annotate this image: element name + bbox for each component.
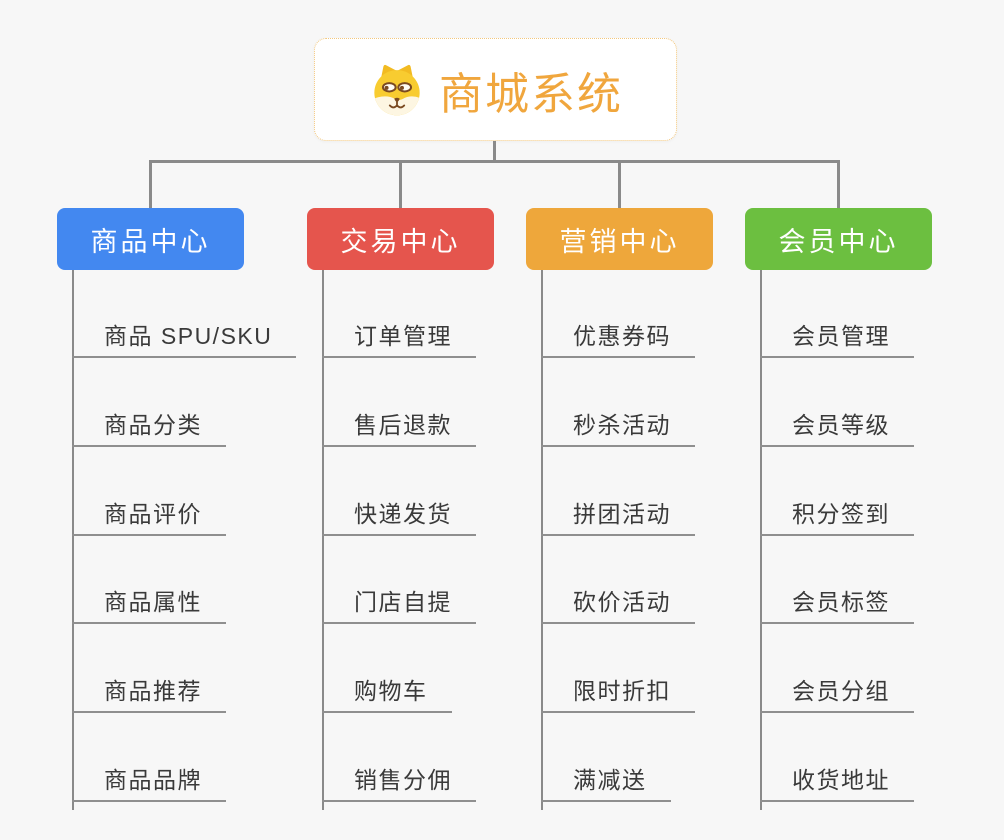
- connector-branch-spine: [760, 270, 762, 810]
- connector-branch-spine: [72, 270, 74, 810]
- connector-drop-trade: [399, 161, 402, 208]
- leaf-node[interactable]: 商品分类: [72, 411, 226, 447]
- branch-node-member-center[interactable]: 会员中心: [745, 208, 932, 270]
- leaf-node[interactable]: 拼团活动: [541, 500, 695, 536]
- leaf-node[interactable]: 砍价活动: [541, 588, 695, 624]
- leaf-node[interactable]: 商品属性: [72, 588, 226, 624]
- leaf-node[interactable]: 会员标签: [760, 588, 914, 624]
- branch-label: 交易中心: [340, 226, 461, 257]
- leaf-node[interactable]: 快递发货: [322, 500, 476, 536]
- leaf-node[interactable]: 商品评价: [72, 500, 226, 536]
- leaf-node[interactable]: 秒杀活动: [541, 411, 695, 447]
- connector-drop-product: [149, 161, 152, 208]
- leaf-node[interactable]: 购物车: [322, 677, 452, 713]
- leaf-node[interactable]: 门店自提: [322, 588, 476, 624]
- leaf-node[interactable]: 销售分佣: [322, 766, 476, 802]
- connector-branch-spine: [322, 270, 324, 810]
- connector-drop-member: [837, 161, 840, 208]
- leaf-node[interactable]: 商品 SPU/SKU: [72, 322, 297, 358]
- branch-label: 营销中心: [559, 226, 680, 257]
- connector-branch-spine: [541, 270, 543, 810]
- branch-label: 会员中心: [778, 226, 899, 257]
- connector-root-stub: [493, 141, 496, 162]
- root-topic[interactable]: 商城系统: [314, 38, 677, 141]
- leaf-node[interactable]: 积分签到: [760, 500, 914, 536]
- branch-label: 商品中心: [90, 226, 211, 257]
- leaf-node[interactable]: 会员管理: [760, 322, 914, 358]
- leaf-node[interactable]: 限时折扣: [541, 677, 695, 713]
- branch-node-marketing-center[interactable]: 营销中心: [526, 208, 713, 270]
- leaf-node[interactable]: 会员分组: [760, 677, 914, 713]
- connector-drop-marketing: [618, 161, 621, 208]
- root-topic-label: 商城系统: [439, 69, 623, 119]
- leaf-node[interactable]: 售后退款: [322, 411, 476, 447]
- leaf-node[interactable]: 商品推荐: [72, 677, 226, 713]
- branch-node-trade-center[interactable]: 交易中心: [307, 208, 494, 270]
- leaf-node[interactable]: 会员等级: [760, 411, 914, 447]
- leaf-node[interactable]: 订单管理: [322, 322, 476, 358]
- dog-face-icon: [374, 64, 420, 115]
- leaf-node[interactable]: 商品品牌: [72, 766, 226, 802]
- connector-horizontal-bus: [149, 160, 840, 163]
- leaf-node[interactable]: 满减送: [541, 766, 671, 802]
- branch-node-product-center[interactable]: 商品中心: [57, 208, 244, 270]
- leaf-node[interactable]: 优惠券码: [541, 322, 695, 358]
- leaf-node[interactable]: 收货地址: [760, 766, 914, 802]
